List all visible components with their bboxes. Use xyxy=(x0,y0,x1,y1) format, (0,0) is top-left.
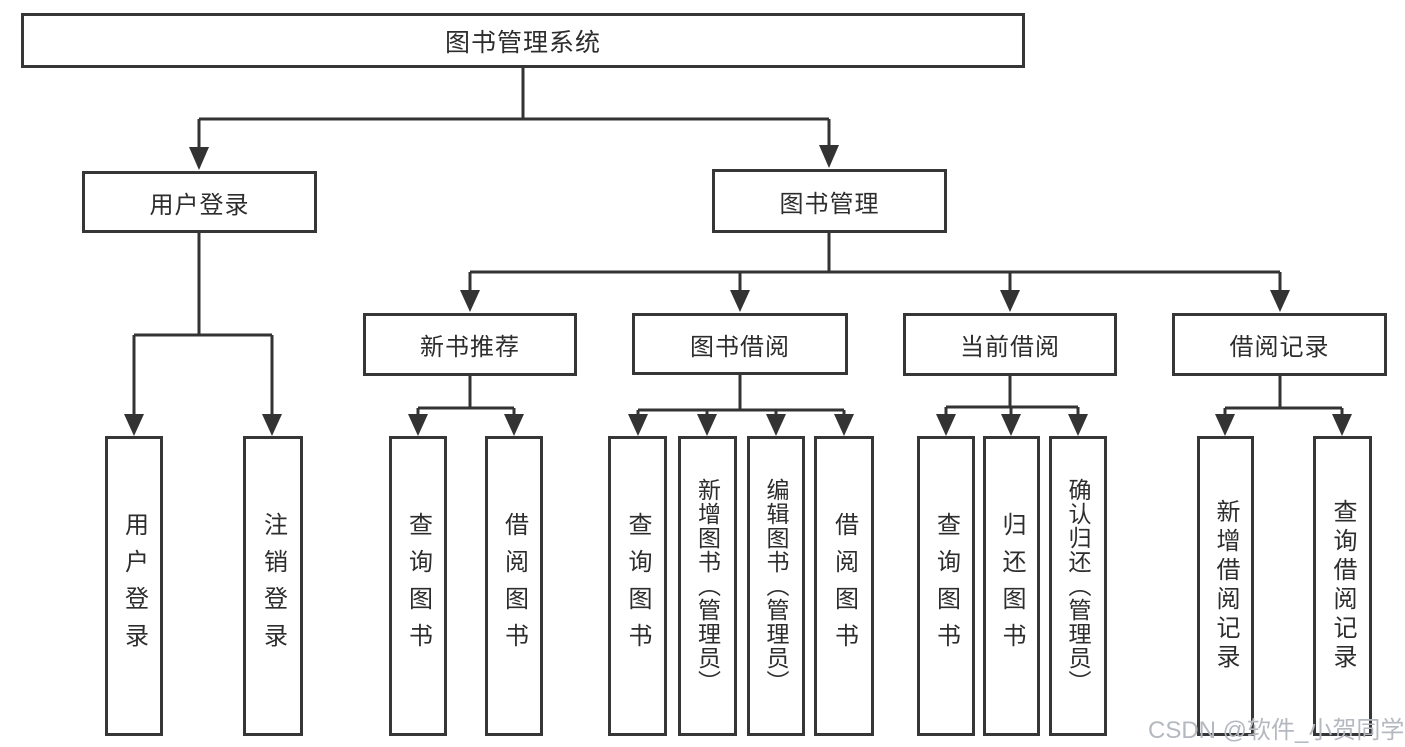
node-label: 查询图书 xyxy=(404,512,432,660)
leaf-borrow-books: 借阅图书 xyxy=(814,436,874,736)
leaf-borrow-books-recommend: 借阅图书 xyxy=(485,436,543,736)
node-label: 查询图书 xyxy=(624,512,651,660)
node-book-management: 图书管理 xyxy=(712,169,947,233)
node-borrowing-records: 借阅记录 xyxy=(1172,313,1387,376)
arrow-down-icon xyxy=(460,290,480,312)
csdn-watermark: CSDN @软件_小贺同学 xyxy=(1148,717,1405,744)
node-current-borrowing: 当前借阅 xyxy=(903,313,1117,376)
node-label: 确认归还（管理员） xyxy=(1065,478,1091,694)
node-label: 新增图书（管理员） xyxy=(694,478,721,694)
node-label: 新书推荐 xyxy=(420,334,520,361)
node-label: 图书管理系统 xyxy=(444,28,601,57)
leaf-add-books-admin: 新增图书（管理员） xyxy=(678,436,737,736)
arrow-down-icon xyxy=(1000,290,1020,312)
leaf-query-books-recommend: 查询图书 xyxy=(389,436,447,736)
arrow-down-icon xyxy=(124,414,144,436)
node-label: 用户登录 xyxy=(120,512,148,660)
arrow-down-icon xyxy=(1068,414,1088,436)
node-label: 图书借阅 xyxy=(690,333,790,361)
arrow-down-icon xyxy=(697,414,717,436)
arrow-down-icon xyxy=(1215,414,1235,436)
node-label: 新增借阅记录 xyxy=(1212,499,1239,673)
leaf-logout: 注销登录 xyxy=(243,436,303,736)
arrow-down-icon xyxy=(819,145,839,168)
arrow-down-icon xyxy=(408,414,428,436)
node-label: 借阅图书 xyxy=(500,512,528,660)
arrow-down-icon xyxy=(1270,290,1290,312)
arrow-down-icon xyxy=(834,414,854,436)
leaf-query-borrow-record: 查询借阅记录 xyxy=(1313,436,1372,736)
leaf-query-books-current: 查询图书 xyxy=(917,436,975,736)
arrow-down-icon xyxy=(936,414,956,436)
node-library-management-system: 图书管理系统 xyxy=(21,13,1025,68)
leaf-confirm-return-admin: 确认归还（管理员） xyxy=(1049,436,1107,736)
node-label: 图书管理 xyxy=(779,190,880,218)
node-book-borrowing: 图书借阅 xyxy=(632,313,848,375)
node-label: 注销登录 xyxy=(259,512,287,660)
node-label: 编辑图书（管理员） xyxy=(763,478,789,694)
node-label: 用户登录 xyxy=(149,191,250,219)
arrow-down-icon xyxy=(766,414,786,436)
arrow-down-icon xyxy=(628,414,648,436)
arrow-down-icon xyxy=(504,414,524,436)
node-user-login: 用户登录 xyxy=(82,171,317,233)
leaf-return-books: 归还图书 xyxy=(983,436,1040,736)
node-new-book-recommendation: 新书推荐 xyxy=(363,313,577,376)
node-label: 查询借阅记录 xyxy=(1329,499,1356,673)
node-label: 当前借阅 xyxy=(960,334,1060,361)
leaf-query-books-borrowing: 查询图书 xyxy=(608,436,667,736)
leaf-user-login: 用户登录 xyxy=(105,436,163,736)
leaf-edit-books-admin: 编辑图书（管理员） xyxy=(747,436,805,736)
arrow-down-icon xyxy=(1332,414,1352,436)
node-label: 查询图书 xyxy=(932,512,960,660)
arrow-down-icon xyxy=(262,414,282,436)
node-label: 归还图书 xyxy=(998,512,1025,660)
arrow-down-icon xyxy=(1001,414,1021,436)
arrow-down-icon xyxy=(189,147,209,170)
node-label: 借阅图书 xyxy=(830,512,858,660)
arrow-down-icon xyxy=(730,290,750,312)
node-label: 借阅记录 xyxy=(1229,334,1330,361)
leaf-add-borrow-record: 新增借阅记录 xyxy=(1197,436,1254,736)
